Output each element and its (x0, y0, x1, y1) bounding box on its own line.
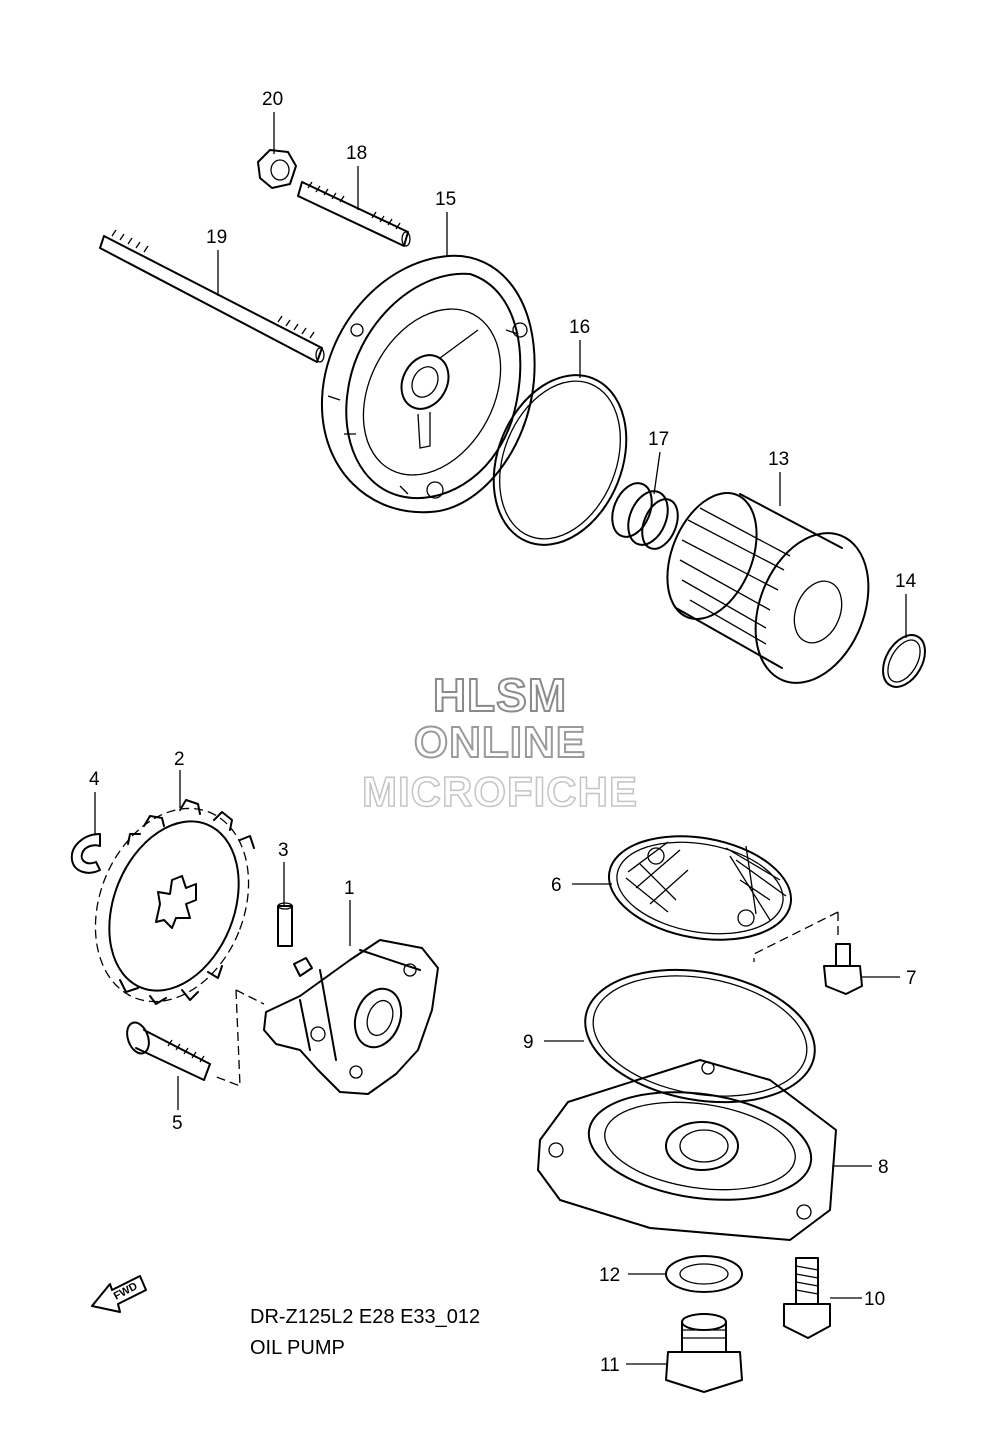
leader-lines (94, 112, 907, 1365)
callout-17: 17 (648, 429, 669, 450)
part-15-filter-cap (320, 254, 536, 514)
callout-12: 12 (599, 1265, 620, 1286)
watermark-line-3: MICROFICHE (361, 767, 638, 816)
diagram-title: OIL PUMP (250, 1337, 345, 1359)
part-20-nut (257, 149, 297, 189)
part-17-spring (611, 482, 679, 550)
part-14-small-o-ring (882, 634, 926, 688)
part-3-pin (277, 902, 293, 947)
part-18-stud (297, 181, 411, 247)
part-11-drain-plug (665, 1313, 743, 1393)
callout-6: 6 (551, 875, 562, 896)
callout-13: 13 (768, 449, 789, 470)
part-2-gear (94, 799, 255, 1005)
callout-9: 9 (523, 1032, 534, 1053)
callout-15: 15 (435, 189, 456, 210)
part-6-screen (607, 835, 793, 941)
callout-14: 14 (895, 571, 917, 592)
part-16-o-ring (492, 374, 628, 546)
part-1-oil-pump (263, 939, 439, 1095)
callout-19: 19 (206, 227, 227, 248)
callout-4: 4 (89, 769, 100, 790)
callout-11: 11 (600, 1355, 620, 1376)
callout-7: 7 (906, 968, 917, 989)
part-4-circlip (70, 833, 101, 874)
callout-labels: 20 18 15 19 16 17 13 14 4 2 3 1 6 7 9 8 … (89, 89, 917, 1376)
callout-5: 5 (172, 1113, 183, 1134)
part-5-bolt (126, 1021, 211, 1081)
watermark-line-1: HLSM (432, 668, 568, 722)
callout-1: 1 (344, 878, 355, 899)
callout-18: 18 (346, 143, 367, 164)
callout-16: 16 (569, 317, 590, 338)
callout-20: 20 (262, 89, 283, 110)
callout-8: 8 (878, 1157, 889, 1178)
part-7-small-bolt (823, 943, 863, 995)
diagram-code: DR-Z125L2 E28 E33_012 (250, 1306, 481, 1328)
part-12-washer (665, 1255, 743, 1293)
part-8-cover (537, 1059, 837, 1241)
part-19-long-stud (99, 229, 325, 363)
callout-2: 2 (174, 749, 185, 770)
part-10-bolt (783, 1257, 831, 1339)
guide-lines (213, 911, 839, 1087)
part-13-oil-filter (666, 491, 870, 684)
callout-3: 3 (278, 840, 289, 861)
callout-10: 10 (864, 1289, 885, 1310)
watermark-line-2: ONLINE (413, 717, 587, 768)
fwd-arrow-icon: FWD (91, 1275, 147, 1313)
